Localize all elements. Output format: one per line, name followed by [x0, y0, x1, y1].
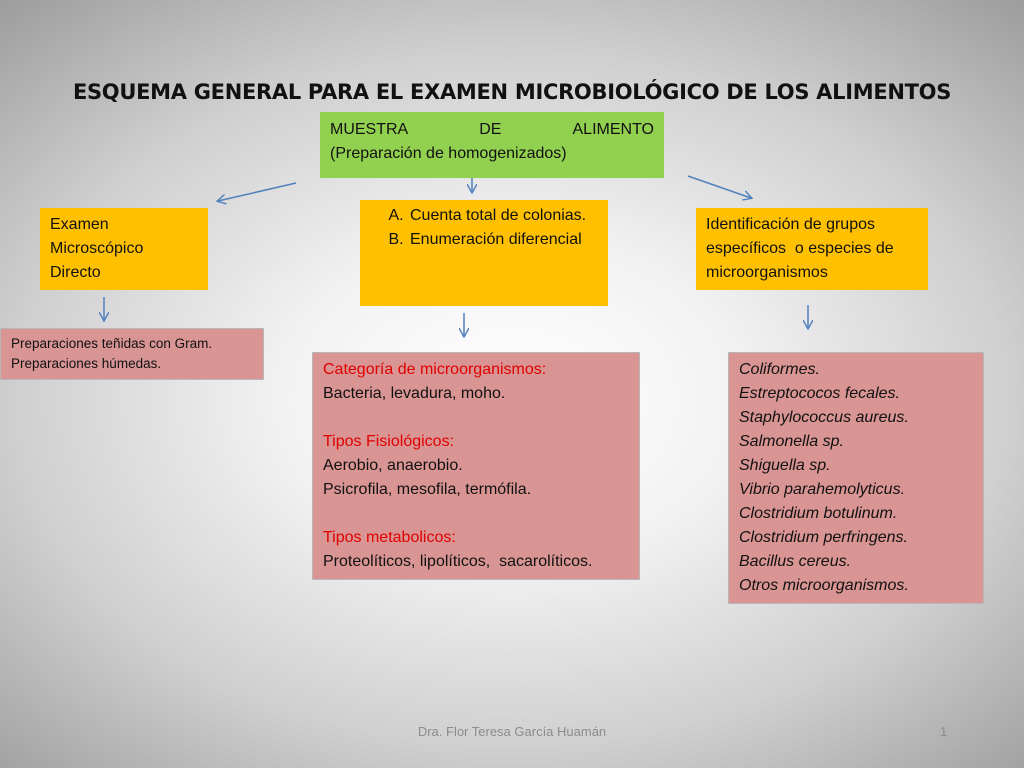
metabolicos-text: Proteolíticos, lipolíticos, sacarolítico…	[323, 553, 593, 570]
examen-line: Examen	[50, 216, 109, 233]
organismo-item: Shiguella sp.	[739, 457, 831, 474]
examen-line: Microscópico	[50, 240, 144, 257]
categoria-heading: Categoría de microorganismos:	[323, 361, 547, 378]
organismo-item: Staphylococcus aureus.	[739, 409, 909, 426]
identificacion-line: Identificación de grupos	[706, 216, 875, 233]
organismo-item: Vibrio parahemolyticus.	[739, 481, 906, 498]
cuenta-item: Enumeración diferencial	[408, 228, 598, 252]
identificacion-box: Identificación de grupos específicos o e…	[696, 208, 928, 290]
alimento-word: ALIMENTO	[572, 121, 655, 138]
de-word: DE	[479, 121, 502, 138]
page-title: ESQUEMA GENERAL PARA EL EXAMEN MICROBIOL…	[72, 80, 952, 104]
fisiologicos-text: Psicrofila, mesofila, termófila.	[323, 481, 532, 498]
muestra-subtitle: (Preparación de homogenizados)	[330, 145, 567, 162]
preparaciones-line: Preparaciones húmedas.	[11, 356, 162, 371]
categoria-text: Bacteria, levadura, moho.	[323, 385, 506, 402]
organismos-box: Coliformes. Estreptococos fecales. Staph…	[728, 352, 984, 604]
muestra-box: MUESTRA DE ALIMENTO (Preparación de homo…	[320, 112, 664, 178]
muestra-word: MUESTRA	[330, 121, 409, 138]
fisiologicos-text: Aerobio, anaerobio.	[323, 457, 463, 474]
identificacion-line: específicos o especies de	[706, 240, 894, 257]
arrow-to-identificacion	[687, 175, 751, 198]
metabolicos-heading: Tipos metabolicos:	[323, 529, 456, 546]
footer-author: Dra. Flor Teresa García Huamán	[417, 724, 607, 739]
preparaciones-box: Preparaciones teñidas con Gram. Preparac…	[0, 328, 264, 380]
arrow-to-examen	[218, 182, 297, 201]
organismo-item: Otros microorganismos.	[739, 577, 909, 594]
organismo-item: Bacillus cereus.	[739, 553, 852, 570]
identificacion-line: microorganismos	[706, 264, 828, 281]
examen-box: Examen Microscópico Directo	[40, 208, 208, 290]
categoria-box: Categoría de microorganismos: Bacteria, …	[312, 352, 640, 580]
organismo-item: Estreptococos fecales.	[739, 385, 900, 402]
organismo-item: Clostridium botulinum.	[739, 505, 898, 522]
cuenta-item: Cuenta total de colonias.	[408, 204, 598, 228]
cuenta-box: Cuenta total de colonias. Enumeración di…	[360, 200, 608, 306]
page-number: 1	[940, 724, 948, 739]
examen-line: Directo	[50, 264, 101, 281]
preparaciones-line: Preparaciones teñidas con Gram.	[11, 336, 213, 351]
organismo-item: Salmonella sp.	[739, 433, 844, 450]
organismo-item: Coliformes.	[739, 361, 820, 378]
fisiologicos-heading: Tipos Fisiológicos:	[323, 433, 455, 450]
organismo-item: Clostridium perfringens.	[739, 529, 908, 546]
